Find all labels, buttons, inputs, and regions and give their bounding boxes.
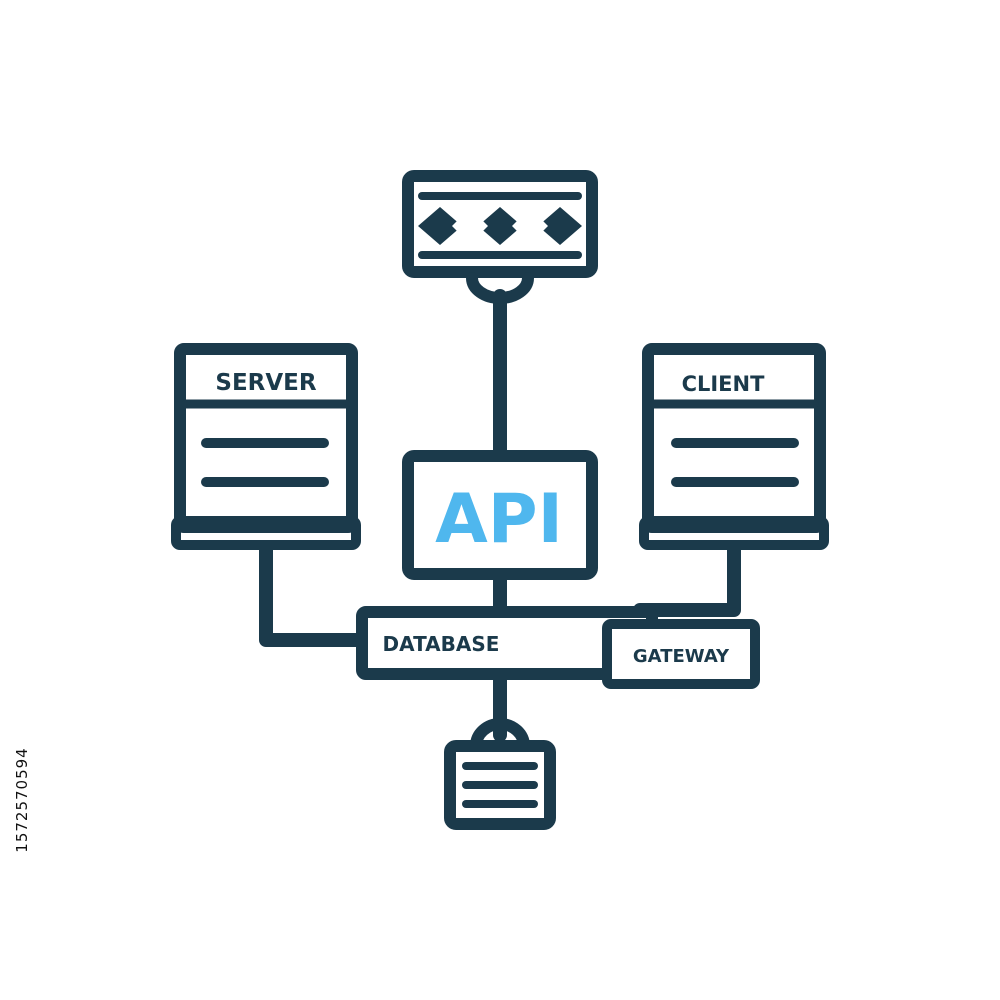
api-label: API [435,480,563,559]
client-label: CLIENT [682,372,766,396]
firewall-mount [466,272,534,304]
server-label: SERVER [215,370,316,396]
gateway-node [602,619,760,689]
connector-server-database [259,541,367,647]
lock-node [444,718,556,830]
database-label: DATABASE [383,632,500,656]
client-base [639,516,829,550]
firewall-box [402,170,598,278]
firewall-pattern-icon [418,207,582,245]
connectors [259,289,741,742]
server-base [171,516,361,550]
api-node [402,450,598,580]
gateway-box [602,619,760,689]
lock-shackle [470,718,530,752]
stock-id-watermark: 1572570594 [8,700,36,900]
client-box [642,343,826,533]
stock-id-text: 1572570594 [13,747,31,853]
firewall-node [402,170,598,304]
server-box [174,343,358,533]
api-box [402,450,598,580]
connector-client-database [633,541,741,617]
client-node [639,343,829,550]
gateway-label: GATEWAY [633,646,730,667]
server-node [171,343,361,550]
